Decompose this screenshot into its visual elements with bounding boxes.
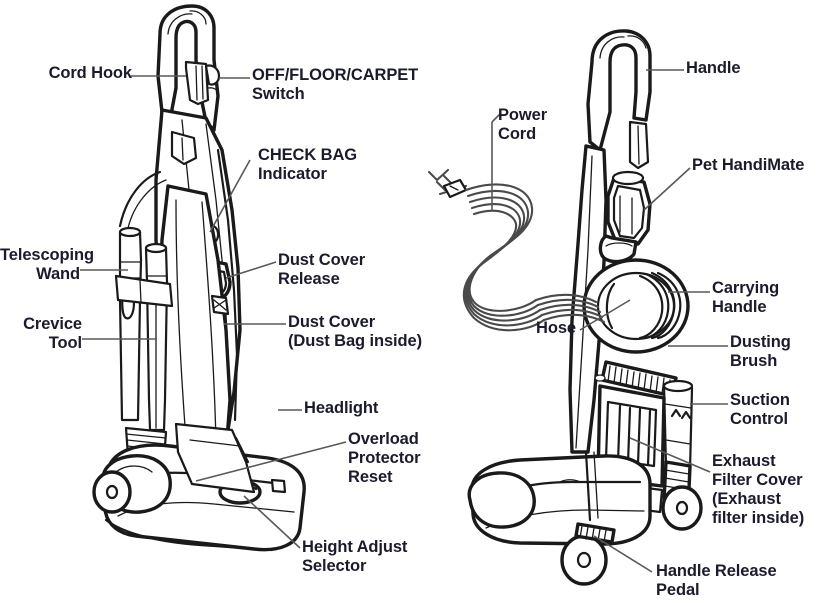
label-dust-cover: Dust Cover (Dust Bag inside) — [288, 313, 422, 351]
label-dusting-brush: Dusting Brush — [730, 333, 791, 371]
label-crevice-tool: Crevice Tool — [23, 315, 82, 353]
label-hose: Hose — [536, 319, 576, 337]
leader-dust-cover-release — [225, 261, 277, 279]
label-cord-hook: Cord Hook — [48, 64, 133, 82]
leader-check-bag — [209, 159, 251, 233]
label-dust-cover-release: Dust Cover Release — [278, 251, 366, 289]
leader-hose — [579, 299, 631, 331]
label-overload-protector-reset: Overload Protector Reset — [348, 430, 421, 487]
power-cord-illustration — [427, 168, 606, 332]
leader-height-adjust — [243, 495, 301, 549]
leader-handle-release — [593, 535, 653, 573]
label-exhaust-filter-cover: Exhaust Filter Cover (Exhaust filter ins… — [712, 452, 805, 528]
label-power-cord: Power Cord — [498, 106, 548, 144]
label-headlight: Headlight — [304, 399, 379, 417]
label-telescoping-wand: Telescoping Wand — [0, 246, 94, 284]
label-handle-release-pedal: Handle Release Pedal — [656, 562, 777, 600]
label-suction-control: Suction Control — [730, 391, 790, 429]
label-handle: Handle — [686, 59, 741, 77]
leader-pet-handimate — [643, 167, 691, 211]
leader-exhaust-filter — [629, 437, 711, 473]
label-height-adjust-selector: Height Adjust Selector — [302, 538, 408, 576]
label-check-bag-indicator: CHECK BAG Indicator — [258, 146, 358, 184]
leader-overload-reset — [195, 441, 347, 482]
label-off-floor-carpet-switch: OFF/FLOOR/CARPET Switch — [252, 66, 419, 104]
label-pet-handimate: Pet HandiMate — [692, 156, 805, 174]
label-carrying-handle: Carrying Handle — [712, 279, 780, 317]
